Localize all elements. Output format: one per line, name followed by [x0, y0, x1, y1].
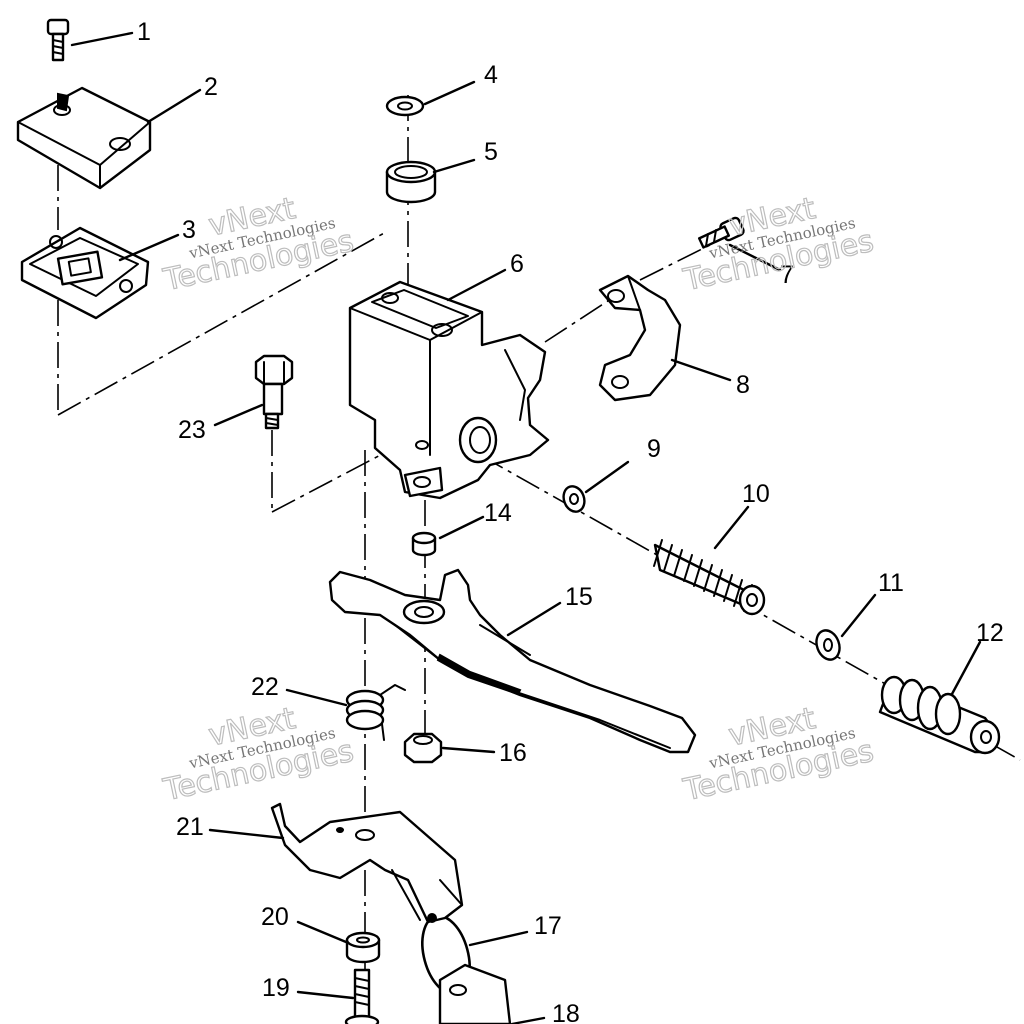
part-1-screw	[46, 18, 70, 62]
part-21-bracket	[270, 802, 464, 924]
callout-7: 7	[780, 261, 794, 289]
callout-14: 14	[484, 499, 512, 527]
part-23-bolt	[254, 354, 294, 430]
part-15-lever	[328, 568, 697, 754]
callout-18: 18	[552, 1000, 580, 1024]
callout-8: 8	[736, 371, 750, 399]
callout-9: 9	[647, 435, 661, 463]
part-18-tag	[438, 963, 512, 1024]
callout-11: 11	[878, 569, 904, 597]
callout-20: 20	[261, 903, 289, 931]
callout-19: 19	[262, 974, 290, 1002]
part-2-cover	[16, 86, 152, 190]
part-8-clamp	[598, 274, 682, 402]
part-16-nut	[403, 732, 443, 764]
callout-1: 1	[137, 18, 151, 46]
callout-6: 6	[510, 250, 524, 278]
part-4-washer	[385, 95, 425, 117]
part-6-master-cylinder	[348, 280, 550, 500]
part-9-washer	[562, 485, 586, 513]
part-5-cup	[385, 160, 437, 204]
part-10-spring	[653, 539, 766, 616]
callout-21: 21	[176, 813, 204, 841]
callout-5: 5	[484, 138, 498, 166]
part-12-boot	[878, 675, 1001, 755]
watermark-bottom-left: vNext vNext Technologies Technologies	[159, 700, 357, 808]
part-7-screw	[697, 216, 745, 249]
callout-3: 3	[182, 216, 196, 244]
part-22-spring	[345, 684, 406, 741]
part-14-bushing	[411, 531, 437, 557]
leader-lines	[70, 31, 982, 1024]
callout-10: 10	[742, 480, 770, 508]
callout-17: 17	[534, 912, 562, 940]
callout-12: 12	[976, 619, 1004, 647]
assembly-lines	[57, 95, 1021, 1000]
callout-2: 2	[204, 73, 218, 101]
callout-4: 4	[484, 61, 498, 89]
callout-16: 16	[499, 739, 527, 767]
part-19-bolt	[344, 968, 380, 1024]
part-11-washer	[815, 629, 841, 661]
part-20-spacer	[345, 931, 381, 964]
callout-15: 15	[565, 583, 593, 611]
watermark-bottom-right: vNext vNext Technologies Technologies	[679, 700, 877, 808]
part-3-diaphragm	[20, 226, 150, 320]
callout-22: 22	[251, 673, 279, 701]
callout-numbers: 1 2 3 4 5 6 7 8 9 10 11 12 14 15 16 17 1…	[137, 18, 1004, 1024]
callout-23: 23	[178, 416, 206, 444]
